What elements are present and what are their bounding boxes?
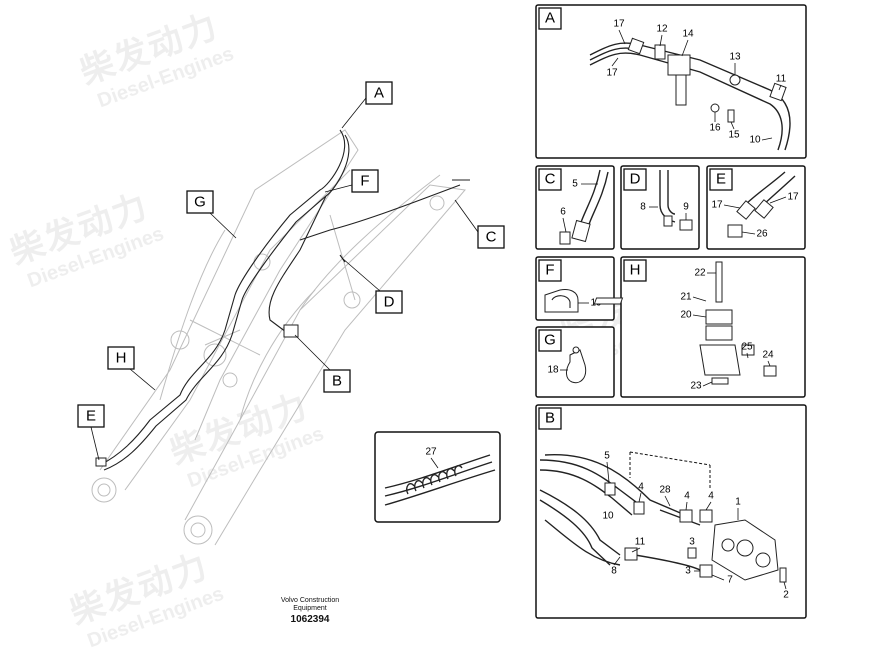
svg-text:B: B: [332, 373, 342, 390]
svg-text:12: 12: [656, 24, 668, 35]
svg-text:18: 18: [547, 365, 559, 376]
svg-text:2: 2: [783, 590, 789, 601]
svg-text:3: 3: [689, 537, 695, 548]
hose-routing: [95, 129, 470, 471]
svg-text:17: 17: [613, 19, 625, 30]
svg-text:B: B: [545, 410, 555, 427]
svg-text:H: H: [630, 262, 641, 279]
panel-D: D 8 9: [620, 165, 700, 250]
parts-diagram: .lt { fill: none; stroke: #bdbdbd; strok…: [77, 4, 807, 619]
svg-text:F: F: [360, 173, 369, 190]
footer: Volvo Construction Equipment 1062394: [250, 597, 370, 625]
svg-text:17: 17: [606, 68, 618, 79]
svg-text:G: G: [194, 194, 206, 211]
svg-text:E: E: [86, 408, 96, 425]
callout-F[interactable]: F: [324, 169, 379, 193]
svg-text:6: 6: [560, 207, 566, 218]
svg-text:A: A: [374, 85, 384, 102]
svg-text:21: 21: [680, 292, 692, 303]
panel-C: C 5 6: [535, 165, 615, 250]
svg-text:4: 4: [684, 491, 690, 502]
footer-line1: Volvo Construction: [280, 597, 340, 604]
svg-text:8: 8: [640, 202, 646, 213]
panel-F: F 19: [535, 256, 615, 321]
svg-text:4: 4: [638, 482, 644, 493]
svg-text:9: 9: [683, 202, 689, 213]
svg-text:H: H: [116, 350, 127, 367]
svg-text:11: 11: [635, 537, 646, 548]
svg-text:22: 22: [694, 268, 706, 279]
svg-text:23: 23: [690, 381, 702, 392]
footer-line2: Equipment: [293, 605, 327, 612]
svg-text:24: 24: [762, 350, 774, 361]
svg-text:D: D: [630, 171, 641, 188]
svg-text:27: 27: [425, 447, 437, 458]
svg-text:13: 13: [729, 52, 741, 63]
svg-text:A: A: [545, 10, 555, 27]
panel-H: H 22 21 20 25 24 23: [593, 256, 806, 398]
callout-D[interactable]: D: [341, 257, 403, 314]
svg-text:11: 11: [776, 74, 787, 85]
panel-B: B 5 4 28 4 4: [535, 404, 807, 619]
svg-text:C: C: [545, 171, 556, 188]
boom-outline: [91, 129, 466, 546]
drawing-number: 1062394: [290, 614, 330, 625]
svg-text:17: 17: [711, 200, 723, 211]
svg-text:F: F: [545, 262, 554, 279]
svg-text:10: 10: [749, 135, 761, 146]
callout-B[interactable]: B: [294, 334, 351, 393]
svg-text:25: 25: [741, 342, 753, 353]
svg-text:E: E: [716, 171, 726, 188]
svg-text:D: D: [384, 294, 395, 311]
panel-A: A 17 12 14 17 13 11 16 15 10: [535, 4, 807, 159]
callout-H[interactable]: H: [107, 346, 156, 391]
svg-text:10: 10: [602, 511, 614, 522]
callout-A[interactable]: A: [341, 81, 393, 129]
svg-text:17: 17: [787, 192, 799, 203]
svg-text:1: 1: [735, 497, 741, 508]
svg-text:7: 7: [727, 575, 733, 586]
svg-text:5: 5: [604, 451, 610, 462]
svg-text:28: 28: [659, 485, 671, 496]
svg-text:5: 5: [572, 179, 578, 190]
svg-text:8: 8: [611, 566, 617, 577]
svg-text:20: 20: [680, 310, 692, 321]
callout-G[interactable]: G: [186, 190, 237, 239]
callout-E[interactable]: E: [77, 404, 105, 461]
svg-text:4: 4: [708, 491, 714, 502]
svg-text:3: 3: [685, 566, 691, 577]
svg-text:26: 26: [756, 229, 768, 240]
svg-text:C: C: [486, 229, 497, 246]
svg-text:G: G: [544, 332, 556, 349]
svg-text:14: 14: [682, 29, 694, 40]
detail-box-27: 27: [374, 431, 501, 523]
svg-text:16: 16: [709, 123, 721, 134]
callout-C[interactable]: C: [454, 199, 505, 249]
panel-G: G 18: [535, 326, 615, 398]
svg-text:15: 15: [728, 130, 740, 141]
panel-E: E 17 17 26: [706, 165, 806, 250]
